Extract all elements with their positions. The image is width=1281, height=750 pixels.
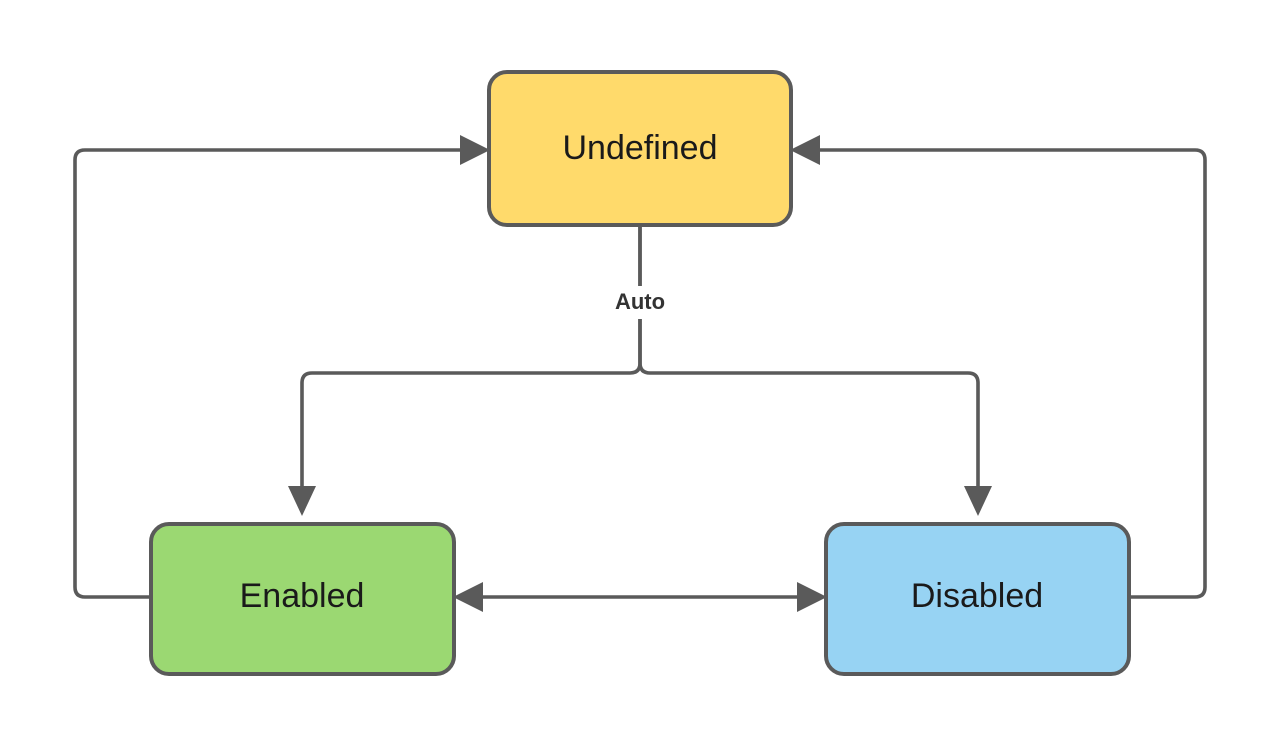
arrowhead-into-enabled [288,486,316,516]
edge-enabled-disabled[interactable] [453,582,827,612]
node-enabled[interactable]: Enabled [149,522,456,676]
edge-undefined-to-enabled[interactable] [288,225,642,516]
edge-disabled-to-undefined-path [808,148,1207,599]
edge-enabled-to-undefined[interactable] [73,135,490,599]
edge-enabled-to-undefined-path [73,148,472,599]
node-disabled-label: Disabled [911,577,1043,615]
node-enabled-shape [149,522,456,676]
node-disabled-shape [824,522,1131,676]
node-undefined[interactable]: Undefined [487,70,793,227]
arrowhead-into-enabled-lateral [453,582,483,612]
edge-layer: Auto [73,135,1207,612]
node-undefined-label: Undefined [562,129,717,167]
edge-label-auto: Auto [615,289,665,314]
edge-label-auto-background [596,286,684,319]
node-enabled-label: Enabled [240,577,365,615]
edge-undefined-to-enabled-path [300,225,642,495]
arrowhead-into-disabled [964,486,992,516]
edge-undefined-to-disabled-path [638,225,980,495]
arrowhead-into-undefined-left [460,135,490,165]
arrowhead-into-undefined-right [790,135,820,165]
node-disabled[interactable]: Disabled [824,522,1131,676]
node-undefined-shape [487,70,793,227]
node-layer: Undefined Enabled Disabled [149,70,1131,676]
edge-disabled-to-undefined[interactable] [790,135,1207,599]
arrowhead-into-disabled-lateral [797,582,827,612]
edge-label-auto-group: Auto [596,286,684,319]
edge-undefined-to-disabled[interactable] [638,225,992,516]
